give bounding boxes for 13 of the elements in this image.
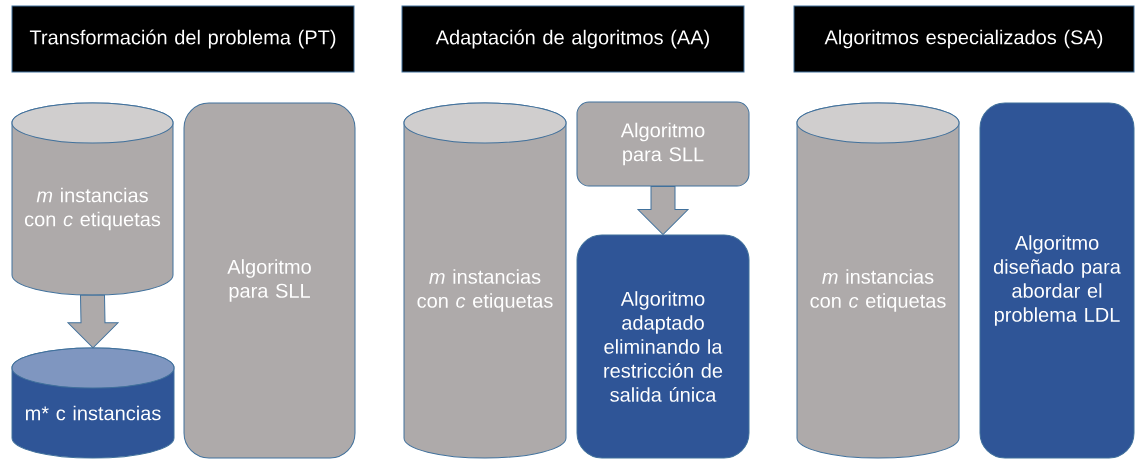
header-box: Algoritmos especializados (SA) — [793, 5, 1135, 73]
rounded-box: Algoritmo para SLL — [183, 102, 356, 459]
rounded-box: Algoritmo para SLL — [576, 101, 750, 187]
rounded-box: Algoritmo adaptado eliminando la restricción de salida única — [576, 234, 750, 459]
cylinder: m* c instancias — [11, 347, 175, 459]
header-box: Adaptación de algoritmos (AA) — [401, 5, 745, 73]
header-box: Transformación del problema (PT) — [11, 5, 355, 73]
rounded-box: Algoritmo diseñado para abordar el problema LDL — [979, 102, 1135, 459]
block-arrow — [67, 294, 119, 349]
cylinder: m instancias con c etiquetas — [11, 102, 174, 296]
block-arrow — [637, 186, 689, 235]
cylinder: m instancias con c etiquetas — [403, 102, 567, 459]
cylinder: m instancias con c etiquetas — [796, 102, 960, 459]
